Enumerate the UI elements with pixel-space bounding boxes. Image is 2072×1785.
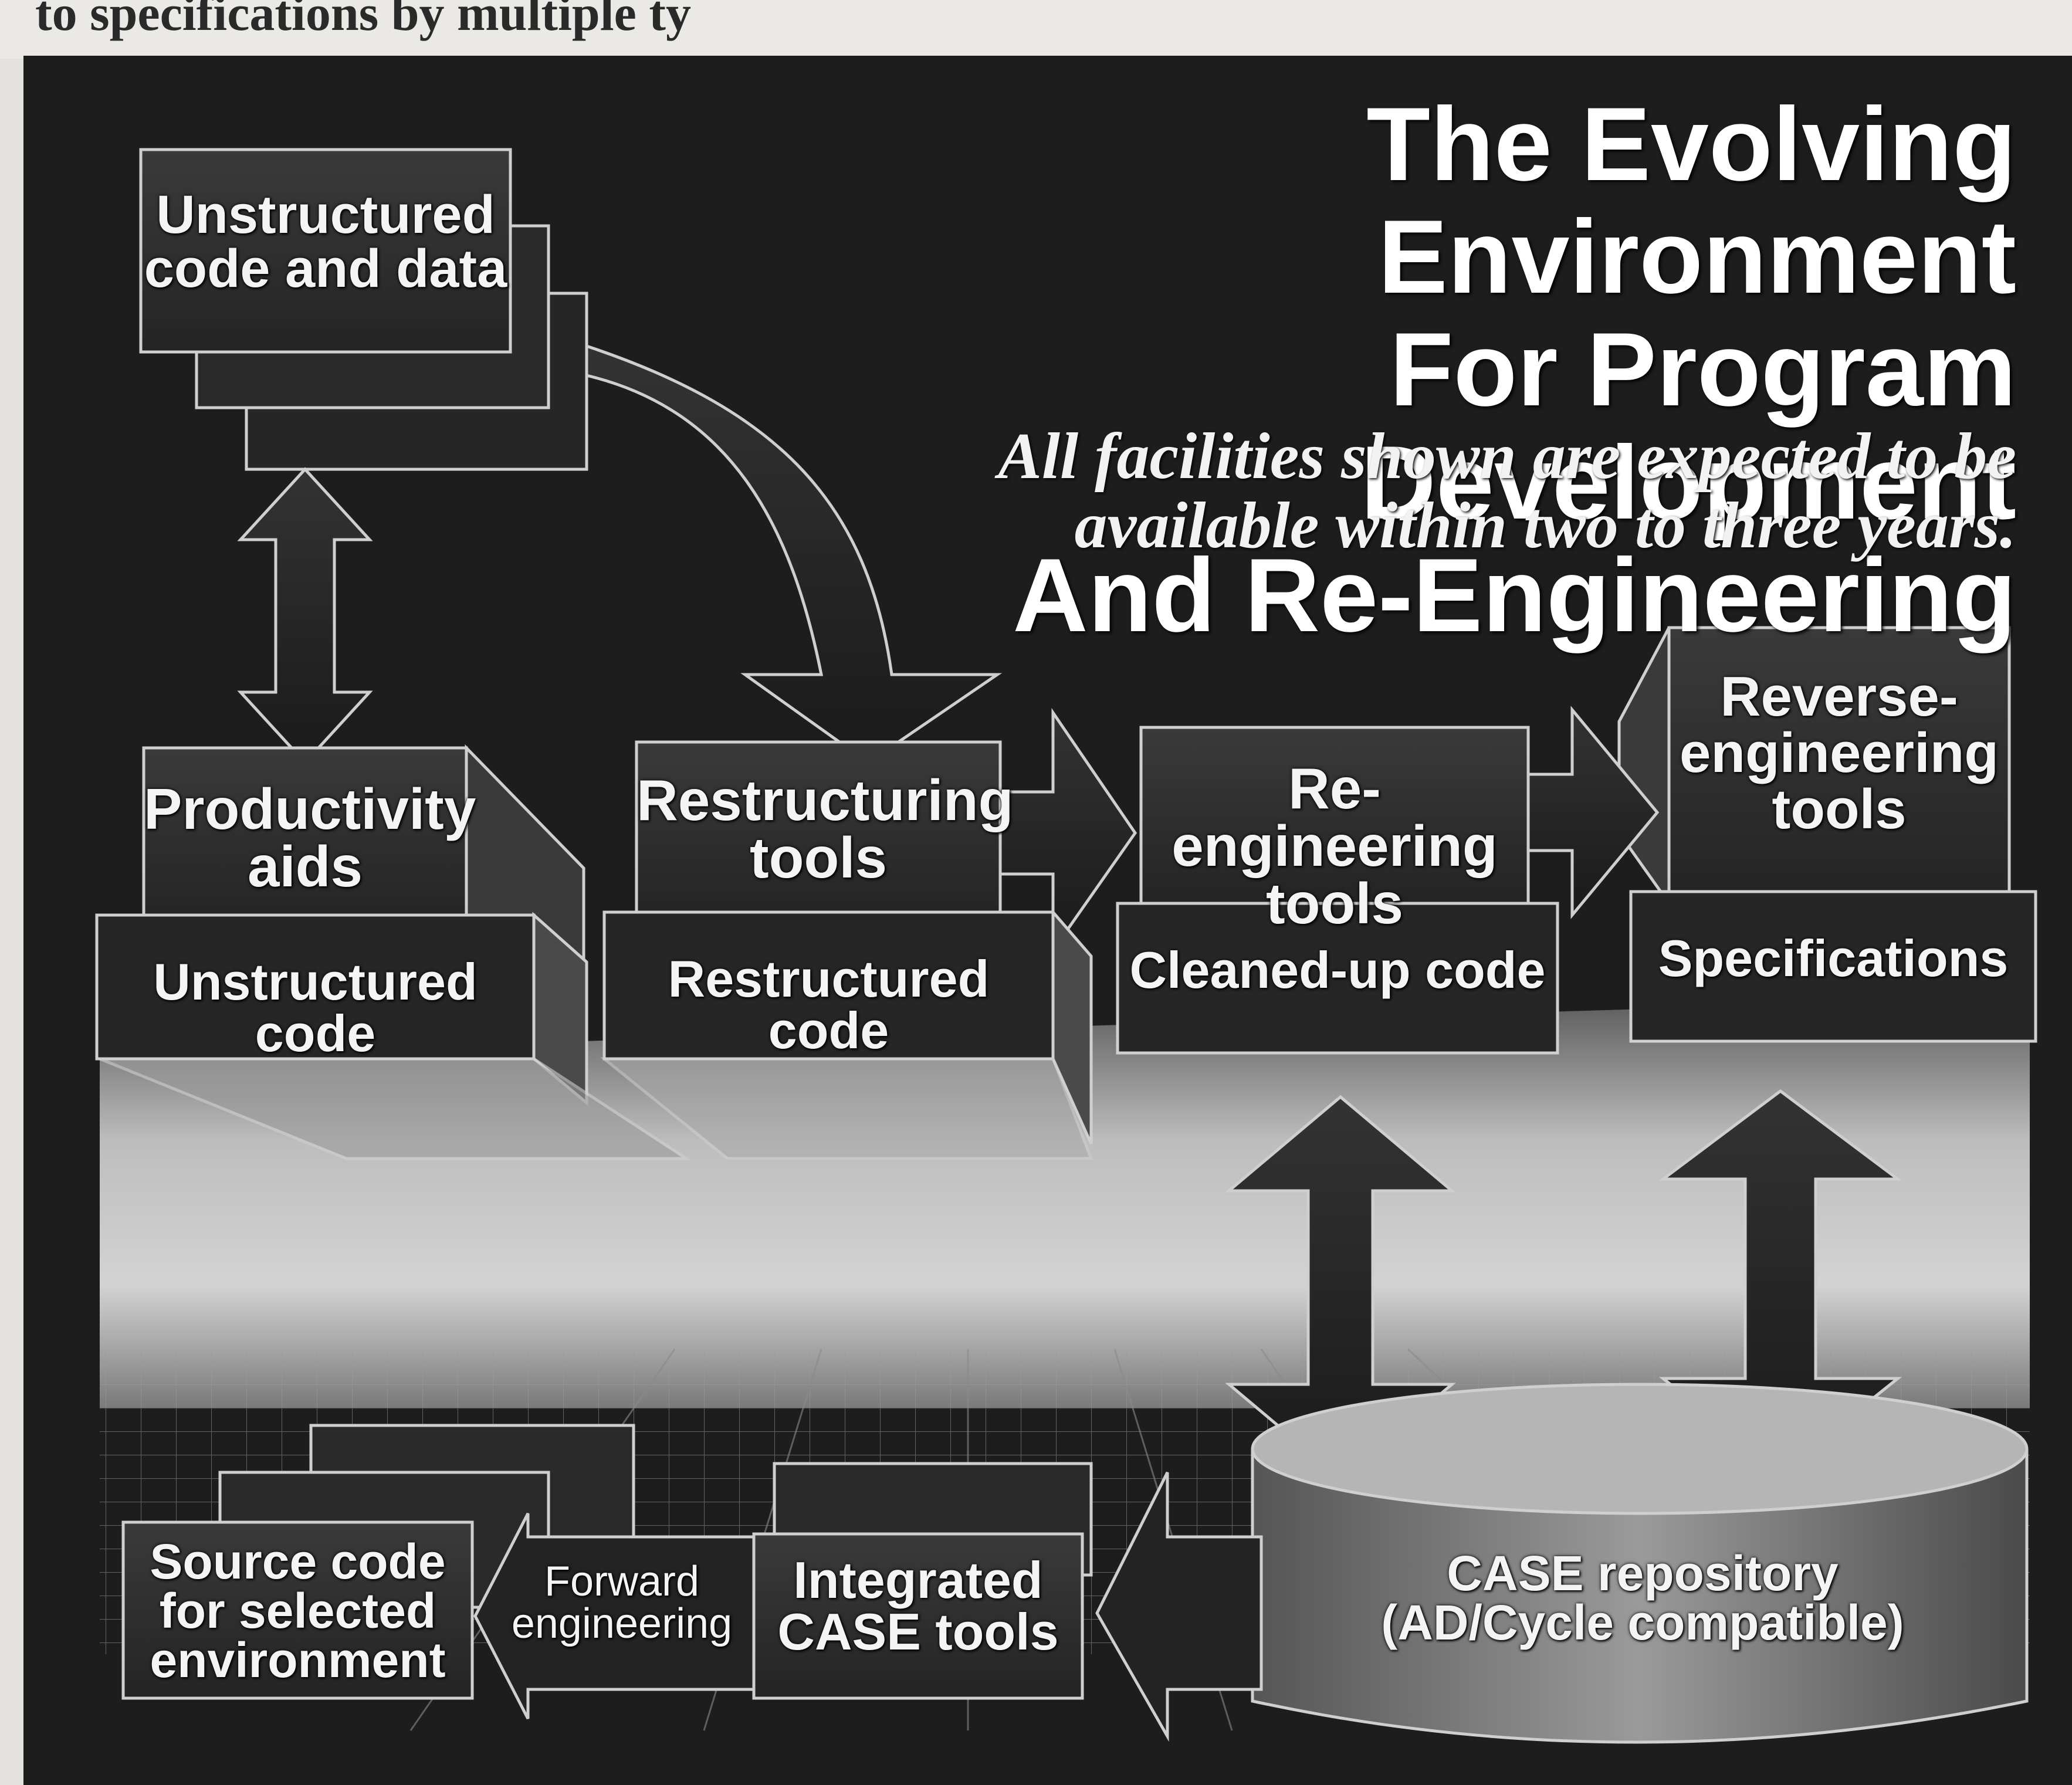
label-line: CASE repository bbox=[1447, 1546, 1839, 1601]
label-line: engineering bbox=[1679, 722, 1999, 784]
label-reengineering-tools: Re-engineering tools bbox=[1141, 760, 1528, 932]
label-line: (AD/Cycle compatible) bbox=[1381, 1595, 1904, 1650]
label-line: Forward bbox=[544, 1558, 700, 1605]
label-restructuring-tools: Restructuring tools bbox=[637, 768, 1014, 890]
label-line: Productivity bbox=[144, 777, 476, 841]
label-line: environment bbox=[150, 1632, 446, 1688]
curved-arrow bbox=[585, 344, 1003, 765]
label-line: code and data bbox=[144, 239, 507, 299]
label-cleaned-up-code: Cleaned-up code bbox=[1129, 941, 1546, 999]
label-line: Unstructured bbox=[156, 185, 495, 245]
double-arrow-left bbox=[237, 467, 373, 765]
subtitle-line-1: All facilities shown are expected to be bbox=[998, 420, 2016, 493]
diagram-subtitle: All facilities shown are expected to be … bbox=[784, 422, 2016, 560]
label-productivity-aids: Productivity aids bbox=[144, 777, 476, 899]
label-line: tools bbox=[1772, 778, 1907, 841]
label-unstructured-code: Unstructured code bbox=[153, 953, 478, 1062]
title-line-2: For Program Development bbox=[1360, 311, 2016, 541]
label-line: tools bbox=[749, 825, 888, 890]
page-text-fragment: to specifications by multiple ty bbox=[35, 0, 691, 41]
label-line: for selected bbox=[159, 1583, 436, 1638]
title-line-3: And Re-Engineering bbox=[1013, 536, 2016, 653]
label-forward-engineering: Forward engineering bbox=[499, 1560, 745, 1645]
integrated-case-tools-box bbox=[752, 1462, 1093, 1700]
label-unstructured-code-data: Unstructured code and data bbox=[141, 188, 510, 296]
label-line: CASE tools bbox=[777, 1603, 1059, 1661]
title-line-1: The Evolving Environment bbox=[1366, 86, 2016, 316]
diagram-title: The Evolving Environment For Program Dev… bbox=[784, 86, 2016, 653]
source-code-stack bbox=[121, 1424, 635, 1700]
label-line: Source code bbox=[150, 1534, 446, 1589]
label-integrated-case-tools: Integrated CASE tools bbox=[754, 1554, 1082, 1658]
subtitle-line-2: available within two to three years. bbox=[1074, 489, 2016, 562]
label-case-repository: CASE repository (AD/Cycle compatible) bbox=[1291, 1549, 1995, 1647]
label-line: Re-engineering bbox=[1172, 756, 1498, 878]
forward-engineering-arrow bbox=[473, 1512, 759, 1720]
code-slabs bbox=[95, 890, 2037, 1160]
label-line: Integrated bbox=[793, 1551, 1043, 1609]
label-line: tools bbox=[1265, 871, 1404, 936]
repository-to-case-arrow bbox=[1095, 1471, 1263, 1742]
page-strip: to specifications by multiple ty bbox=[0, 0, 2072, 59]
label-restructured-code: Restructured code bbox=[668, 950, 990, 1059]
case-repository-cylinder bbox=[1251, 1383, 2029, 1744]
flow-arrows bbox=[998, 706, 1660, 955]
label-line: Reverse- bbox=[1720, 665, 1958, 728]
label-line: engineering bbox=[511, 1600, 733, 1647]
label-reverse-engineering-tools: Reverse- engineering tools bbox=[1669, 669, 2009, 838]
label-specifications: Specifications bbox=[1658, 929, 2009, 987]
label-line: aids bbox=[247, 834, 363, 899]
unstructured-code-data-stack bbox=[139, 148, 588, 471]
upper-tool-boxes bbox=[142, 626, 2011, 964]
label-source-code: Source code for selected environment bbox=[123, 1537, 472, 1685]
label-line: Restructuring bbox=[637, 768, 1014, 832]
